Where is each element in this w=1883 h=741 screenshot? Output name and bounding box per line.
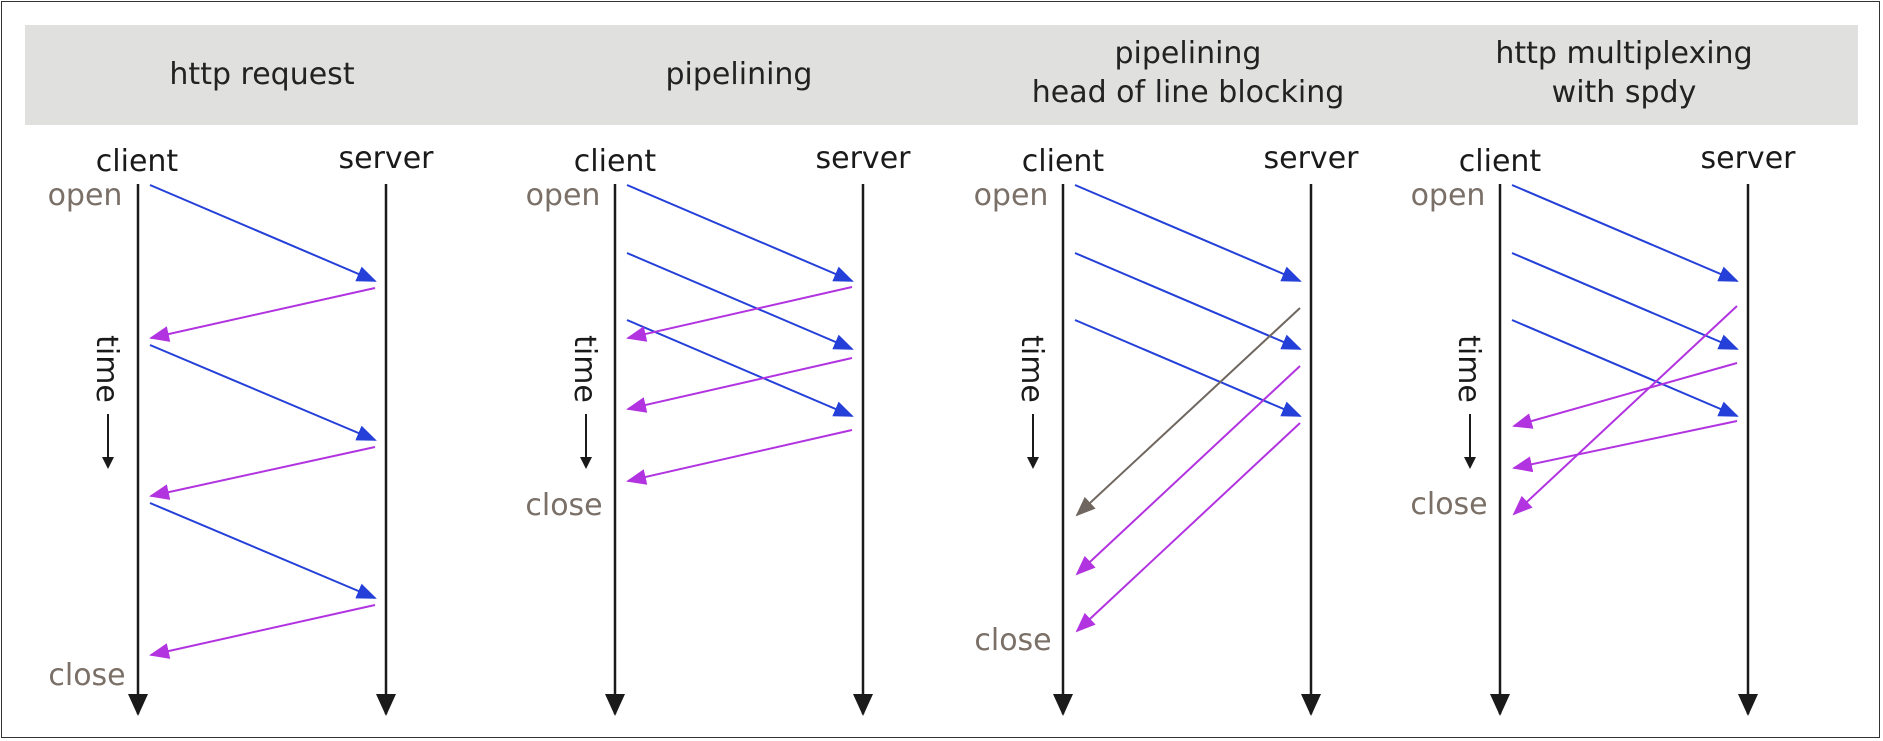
- response-arrow: [149, 446, 376, 500]
- client-label: client: [96, 144, 179, 179]
- client-label: client: [1459, 144, 1542, 179]
- client-label: client: [1022, 144, 1105, 179]
- response-arrow: [1512, 362, 1738, 429]
- response-arrow: [149, 604, 376, 659]
- open-label: open: [974, 178, 1049, 213]
- close-label: close: [525, 488, 602, 523]
- server-label: server: [816, 141, 912, 176]
- panel-title: pipelining: [1115, 36, 1262, 71]
- request-arrow: [626, 319, 854, 417]
- response-arrow: [1075, 422, 1301, 633]
- response-arrow: [149, 287, 376, 342]
- request-arrow: [149, 502, 377, 599]
- request-arrow: [626, 184, 854, 282]
- panel-title: pipelining: [666, 57, 813, 92]
- server-label: server: [1701, 141, 1797, 176]
- panel-http-request: http request client server open close ti…: [48, 57, 435, 716]
- blocked-response-arrow: [1075, 307, 1301, 517]
- panel-title: http request: [169, 57, 354, 92]
- close-label: close: [48, 658, 125, 693]
- response-arrow: [1075, 365, 1301, 576]
- request-arrow: [149, 344, 377, 441]
- request-arrow: [1511, 319, 1739, 417]
- request-arrow: [1074, 184, 1302, 282]
- open-label: open: [48, 178, 123, 213]
- panel-title: with spdy: [1552, 75, 1697, 110]
- request-arrow: [149, 184, 377, 282]
- request-arrow: [1074, 252, 1302, 350]
- response-arrow: [1512, 305, 1738, 516]
- time-label: time: [1451, 335, 1486, 403]
- request-arrow: [626, 252, 854, 350]
- time-label: time: [89, 335, 124, 403]
- close-label: close: [1410, 487, 1487, 522]
- response-arrow: [1512, 420, 1738, 473]
- panel-spdy-multiplexing: http multiplexing with spdy client serve…: [1410, 36, 1797, 716]
- panel-head-of-line-blocking: pipelining head of line blocking client …: [974, 36, 1360, 716]
- client-label: client: [574, 144, 657, 179]
- server-label: server: [1264, 141, 1360, 176]
- close-label: close: [974, 623, 1051, 658]
- time-label: time: [567, 335, 602, 403]
- server-label: server: [339, 141, 435, 176]
- header-band: [25, 25, 1858, 125]
- response-arrow: [626, 286, 853, 342]
- request-arrow: [1511, 252, 1739, 350]
- request-arrow: [1511, 184, 1739, 282]
- time-label: time: [1014, 335, 1049, 403]
- open-label: open: [1411, 178, 1486, 213]
- panel-pipelining: pipelining client server open close time: [525, 57, 912, 716]
- panel-title: head of line blocking: [1032, 75, 1345, 110]
- response-arrow: [626, 429, 853, 485]
- response-arrow: [626, 357, 853, 413]
- open-label: open: [526, 178, 601, 213]
- panel-title: http multiplexing: [1495, 36, 1752, 71]
